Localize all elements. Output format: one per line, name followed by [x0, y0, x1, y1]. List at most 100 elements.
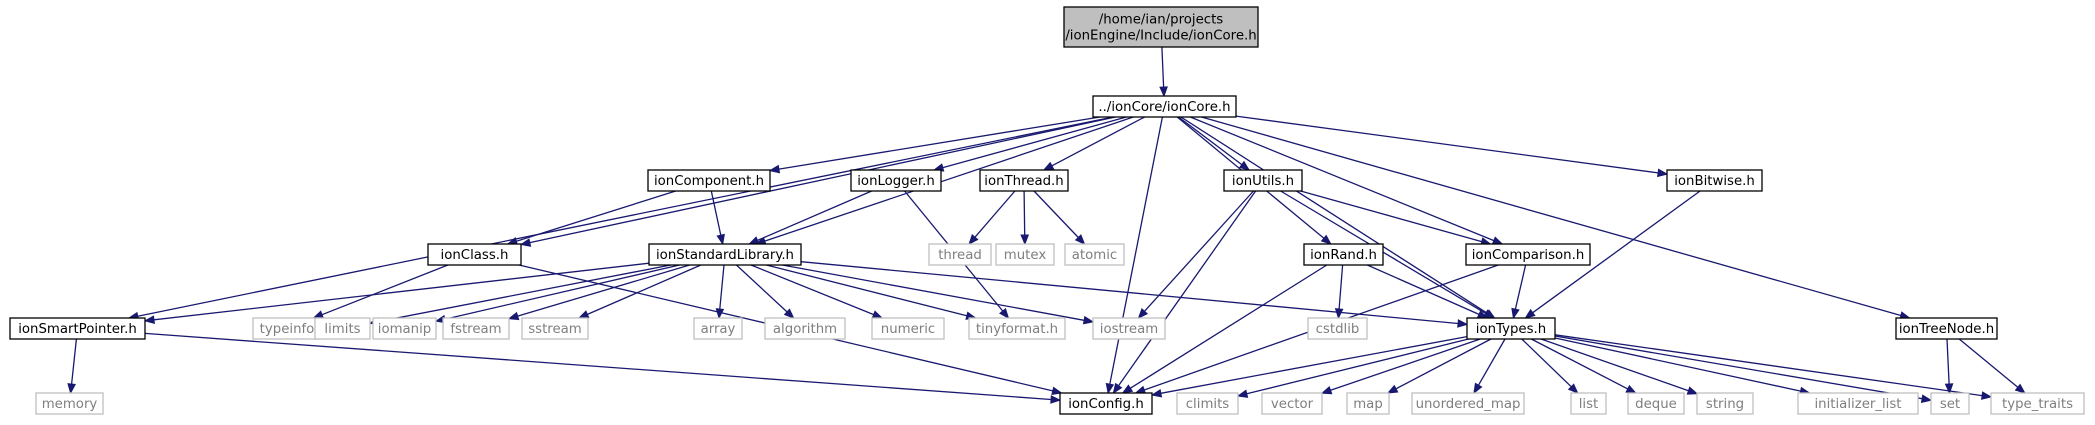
node-ioncomponent[interactable]: ionComponent.h — [647, 169, 771, 192]
node-atomic[interactable]: atomic — [1064, 243, 1125, 266]
node-label: string — [1706, 397, 1744, 412]
arrow-head-icon — [1686, 386, 1699, 395]
node-box — [1346, 392, 1390, 415]
edge-line — [321, 264, 449, 316]
arrow-head-icon — [1920, 394, 1933, 403]
arrow-head-icon — [768, 164, 781, 174]
node-ionsmartpointer[interactable]: ionSmartPointer.h — [9, 317, 146, 340]
arrow-head-icon — [999, 307, 1010, 320]
arrow-head-icon — [1657, 168, 1669, 178]
node-label: deque — [1635, 397, 1677, 412]
edge-iontypes-to-climits — [1236, 338, 1469, 398]
node-tinyformat[interactable]: tinyformat.h — [968, 317, 1066, 340]
node-label: set — [1940, 397, 1960, 412]
edge-line — [710, 190, 722, 236]
node-label: ionThread.h — [984, 174, 1063, 189]
node-box — [521, 317, 589, 340]
arrow-head-icon — [1121, 384, 1134, 394]
arrow-head-icon — [1457, 319, 1469, 328]
arrow-head-icon — [968, 233, 979, 246]
node-label: ionLogger.h — [857, 174, 935, 189]
edge-line — [800, 261, 1459, 325]
node-label: list — [1579, 397, 1599, 412]
node-box — [850, 169, 942, 192]
node-mutex[interactable]: mutex — [995, 243, 1055, 266]
node-array[interactable]: array — [693, 317, 743, 340]
node-set[interactable]: set — [1930, 392, 1970, 415]
node-box — [968, 317, 1066, 340]
edge-ioncore-to-ioncomponent — [768, 116, 1101, 174]
node-deque[interactable]: deque — [1627, 392, 1685, 415]
edge-line — [1180, 116, 1488, 314]
node-label: atomic — [1072, 248, 1117, 263]
node-iomanip[interactable]: iomanip — [372, 317, 437, 340]
node-ionbitwise[interactable]: ionBitwise.h — [1666, 169, 1763, 192]
arrow-head-icon — [67, 383, 76, 395]
node-initializer_list[interactable]: initializer_list — [1797, 392, 1919, 415]
node-ionconfig[interactable]: ionConfig.h — [1059, 392, 1153, 415]
node-list[interactable]: list — [1570, 392, 1607, 415]
node-iostream[interactable]: iostream — [1092, 317, 1166, 340]
node-ionthread[interactable]: ionThread.h — [979, 169, 1069, 192]
node-limits[interactable]: limits — [314, 317, 371, 340]
edge-line — [517, 264, 690, 317]
node-memory[interactable]: memory — [35, 392, 104, 415]
node-ioncomparison[interactable]: ionComparison.h — [1465, 243, 1591, 266]
node-ionrand[interactable]: ionRand.h — [1303, 243, 1384, 266]
edge-ionstdlib-to-tinyformat — [766, 264, 977, 320]
node-unordered_map[interactable]: unordered_map — [1411, 392, 1525, 415]
node-ionstdlib[interactable]: ionStandardLibrary.h — [648, 243, 802, 266]
edge-line — [974, 190, 1016, 238]
node-algorithm[interactable]: algorithm — [764, 317, 846, 340]
node-climits[interactable]: climits — [1176, 392, 1239, 415]
node-root[interactable]: /home/ian/projects/ionEngine/Include/ion… — [1063, 6, 1259, 48]
node-typeinfo[interactable]: typeinfo — [252, 317, 322, 340]
node-label: array — [701, 322, 736, 337]
edge-ionthread-to-atomic — [1033, 190, 1086, 245]
node-fstream[interactable]: fstream — [442, 317, 510, 340]
edge-line — [1201, 116, 1902, 317]
edge-ionthread-to-mutex — [1020, 190, 1030, 246]
node-iontypes[interactable]: ionTypes.h — [1466, 317, 1556, 340]
nodes-layer: /home/ian/projects/ionEngine/Include/ion… — [9, 6, 2085, 415]
node-label: vector — [1271, 397, 1314, 412]
node-type_traits[interactable]: type_traits — [1990, 392, 2085, 415]
edge-ionutils-to-iostream — [1137, 190, 1254, 320]
edge-line — [1130, 264, 1328, 389]
node-thread[interactable]: thread — [928, 243, 992, 266]
edge-line — [1531, 338, 1628, 390]
node-vector[interactable]: vector — [1261, 392, 1323, 415]
node-box — [35, 392, 104, 415]
edge-iontypes-to-set — [1554, 335, 1933, 403]
node-label: numeric — [881, 322, 935, 337]
node-iontreenode[interactable]: ionTreeNode.h — [1895, 317, 1998, 340]
node-label: ../ionCore/ionCore.h — [1098, 100, 1230, 115]
node-box — [1223, 169, 1303, 192]
edge-iontypes-to-map — [1386, 338, 1492, 394]
edge-iontypes-to-vector — [1320, 338, 1481, 395]
node-numeric[interactable]: numeric — [871, 317, 945, 340]
edge-line — [1144, 190, 1254, 312]
edge-line — [1118, 190, 1257, 386]
node-map[interactable]: map — [1346, 392, 1390, 415]
node-ionlogger[interactable]: ionLogger.h — [850, 169, 942, 192]
node-box — [1092, 95, 1237, 118]
edge-iontypes-to-list — [1521, 338, 1579, 394]
arrow-head-icon — [1567, 383, 1579, 394]
node-ioncore[interactable]: ../ionCore/ionCore.h — [1092, 95, 1237, 118]
edge-iontypes-to-initializer_list — [1554, 337, 1811, 396]
edge-line — [1235, 115, 1659, 174]
node-ionclass[interactable]: ionClass.h — [427, 243, 522, 266]
node-cstdlib[interactable]: cstdlib — [1307, 317, 1368, 340]
node-ionutils[interactable]: ionUtils.h — [1223, 169, 1303, 192]
node-label: algorithm — [773, 322, 837, 337]
arrow-head-icon — [783, 308, 795, 319]
edge-ionrand-to-iontypes — [1367, 264, 1489, 319]
node-string[interactable]: string — [1696, 392, 1754, 415]
edge-line — [1190, 116, 1495, 242]
node-label: type_traits — [2002, 397, 2073, 412]
edge-ioncore-to-iontreenode — [1201, 116, 1911, 320]
node-sstream[interactable]: sstream — [521, 317, 589, 340]
edge-line — [1109, 116, 1164, 385]
edge-line — [750, 264, 874, 316]
